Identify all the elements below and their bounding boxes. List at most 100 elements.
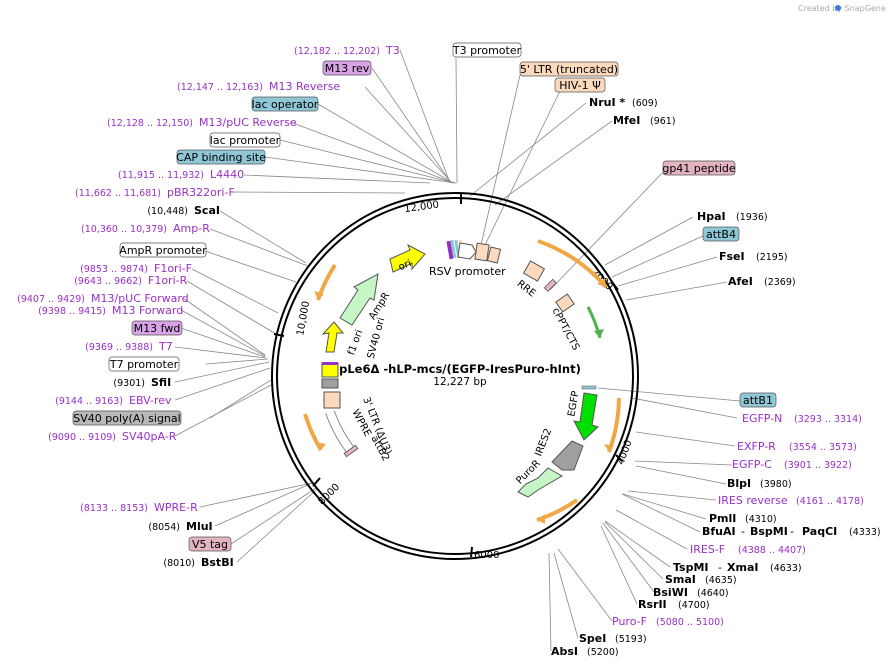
feature-lac-operator[interactable]: lac operator xyxy=(252,98,319,111)
primer-t7[interactable]: T7 xyxy=(158,340,173,353)
primer-sv40pa-r-range: (9090 .. 9109) xyxy=(48,432,116,443)
primer-m13puc-reverse-range: (12,128 .. 12,150) xyxy=(107,118,193,129)
enzyme-paqci[interactable]: PaqCI xyxy=(802,525,837,538)
tick-label-12000: 12,000 xyxy=(404,199,440,215)
enzyme-smai-pos: (4635) xyxy=(705,575,737,586)
primer-amp-r-range: (10,360 .. 10,379) xyxy=(81,224,167,235)
primer-m13puc-reverse[interactable]: M13/pUC Reverse xyxy=(199,116,297,129)
enzyme-tspmi[interactable]: TspMI xyxy=(673,561,709,574)
feature-t3-promoter[interactable]: T3 promoter xyxy=(452,44,522,57)
enzyme-mlui[interactable]: MluI xyxy=(186,520,213,533)
primer-f1ori-f[interactable]: F1ori-F xyxy=(154,262,192,275)
enzyme-bspmi[interactable]: BspMI xyxy=(750,525,788,538)
primer-exfp-r[interactable]: EXFP-R xyxy=(737,440,776,453)
feature-m13-fwd[interactable]: M13 fwd xyxy=(134,322,181,335)
enzyme-mfei-pos: (961) xyxy=(650,116,676,127)
enzyme-sep-1: - xyxy=(741,525,745,538)
primer-pbr322ori[interactable]: pBR322ori-F xyxy=(167,186,235,199)
green-arc-arrowhead xyxy=(594,329,604,338)
primer-egfp-n[interactable]: EGFP-N xyxy=(742,412,782,425)
enzyme-fsei[interactable]: FseI xyxy=(719,250,745,263)
enzyme-absi[interactable]: AbsI xyxy=(551,645,578,658)
primer-f1ori-r[interactable]: F1ori-R xyxy=(148,274,188,287)
primer-ires-f[interactable]: IRES-F xyxy=(690,543,725,556)
leader-lines xyxy=(174,49,741,652)
enzyme-sep-2: - xyxy=(790,525,794,538)
primer-egfp-c[interactable]: EGFP-C xyxy=(732,458,772,471)
brand-text: Created by SnapGene xyxy=(798,4,886,13)
enzyme-bfuai[interactable]: BfuAI xyxy=(702,525,736,538)
primer-t3[interactable]: T3 xyxy=(385,44,400,57)
enzyme-xmai[interactable]: XmaI xyxy=(727,561,758,574)
primer-sv40pa-r[interactable]: SV40pA-R xyxy=(122,430,177,443)
enzyme-pmli[interactable]: PmlI xyxy=(709,512,736,525)
f1-ori-label: f1 ori xyxy=(346,328,365,356)
primer-ires-reverse[interactable]: IRES reverse xyxy=(718,494,788,507)
enzyme-smai[interactable]: SmaI xyxy=(665,573,696,586)
primer-amp-r[interactable]: Amp-R xyxy=(173,222,210,235)
enzyme-hpai[interactable]: HpaI xyxy=(697,210,726,223)
arc-arrowheads xyxy=(314,278,614,524)
rre-label: RRE xyxy=(515,278,538,299)
primer-puro-f[interactable]: Puro-F xyxy=(612,615,647,628)
rsv-promoter-label: RSV promoter xyxy=(429,265,506,278)
feature-sv40-polya[interactable]: SV40 poly(A) signal xyxy=(73,412,180,425)
rsv-promoter-arrow xyxy=(457,242,477,260)
enzyme-sfii-pos: (9301) xyxy=(113,378,145,389)
feature-cap-binding-site[interactable]: CAP binding site xyxy=(176,151,266,164)
primer-m13-reverse[interactable]: M13 Reverse xyxy=(269,80,340,93)
enzyme-bstbi[interactable]: BstBI xyxy=(201,556,234,569)
primer-f1ori-f-range: (9853 .. 9874) xyxy=(80,264,148,275)
tick-label-10000: 10,000 xyxy=(295,300,312,336)
enzyme-bstbi-pos: (8010) xyxy=(163,558,195,569)
tick-label-4000: 4000 xyxy=(616,439,635,467)
primer-wpre-r-range: (8133 .. 8153) xyxy=(80,503,148,514)
sv40-ori-label: SV40 ori xyxy=(366,316,388,360)
inner-features xyxy=(321,239,599,498)
feature-attb4[interactable]: attB4 xyxy=(706,228,736,241)
primer-wpre-r[interactable]: WPRE-R xyxy=(154,501,198,514)
enzyme-bsiwi[interactable]: BsiWI xyxy=(653,586,688,599)
primer-m13puc-forward[interactable]: M13/pUC Forward xyxy=(91,292,189,305)
enzyme-mlui-pos: (8054) xyxy=(148,522,180,533)
enzyme-sep-3: - xyxy=(718,561,722,574)
enzyme-mfei[interactable]: MfeI xyxy=(613,114,640,127)
right-labels: T3 promoter 5' LTR (truncated) HIV-1 Ψ N… xyxy=(452,42,881,658)
enzyme-fsei-pos: (2195) xyxy=(756,252,788,263)
primer-l4440[interactable]: L4440 xyxy=(210,168,244,181)
feature-ampr-promoter[interactable]: AmpR promoter xyxy=(119,244,207,257)
enzyme-rsrii[interactable]: RsrII xyxy=(638,598,667,611)
enzyme-afei[interactable]: AfeI xyxy=(728,275,753,288)
enzyme-sfii[interactable]: SfiI xyxy=(151,376,171,389)
feature-hiv1-psi[interactable]: HIV-1 Ψ xyxy=(559,79,601,92)
enzyme-blpi[interactable]: BlpI xyxy=(727,477,751,490)
feature-gp41-peptide[interactable]: gp41 peptide xyxy=(662,162,736,175)
enzyme-absi-pos: (5200) xyxy=(587,647,619,658)
egfp-label: EGFP xyxy=(566,390,581,417)
enzyme-paqci-pos: (4333) xyxy=(849,527,881,538)
primer-m13-forward[interactable]: M13 Forward xyxy=(112,304,183,317)
enzyme-blpi-pos: (3980) xyxy=(760,479,792,490)
enzyme-scai[interactable]: ScaI xyxy=(194,204,220,217)
left-labels: (12,182 .. 12,202) T3 M13 rev (12,147 ..… xyxy=(17,44,400,569)
feature-lac-promoter[interactable]: lac promoter xyxy=(210,134,281,147)
primer-m13puc-forward-range: (9407 .. 9429) xyxy=(17,294,85,305)
primer-f1ori-r-range: (9643 .. 9662) xyxy=(74,276,142,287)
enzyme-xmai-pos: (4633) xyxy=(770,563,802,574)
enzyme-afei-pos: (2369) xyxy=(764,277,796,288)
primer-ebv-rev[interactable]: EBV-rev xyxy=(129,394,172,407)
enzyme-nrui[interactable]: NruI * xyxy=(589,96,625,109)
feature-5ltr[interactable]: 5' LTR (truncated) xyxy=(520,63,618,76)
feature-v5-tag[interactable]: V5 tag xyxy=(192,538,228,551)
primer-m13-reverse-range: (12,147 .. 12,163) xyxy=(177,82,263,93)
enzyme-hpai-pos: (1936) xyxy=(736,212,768,223)
enzyme-bsiwi-pos: (4640) xyxy=(697,588,729,599)
enzyme-spei[interactable]: SpeI xyxy=(579,632,606,645)
feature-attb1[interactable]: attB1 xyxy=(743,394,773,407)
primer-ebv-rev-range: (9144 .. 9163) xyxy=(55,396,123,407)
feature-t7-promoter[interactable]: T7 promoter xyxy=(109,358,179,371)
enzyme-scai-pos: (10,448) xyxy=(147,206,188,217)
brand: Created by SnapGene xyxy=(798,4,886,13)
feature-m13-rev[interactable]: M13 rev xyxy=(325,62,370,75)
